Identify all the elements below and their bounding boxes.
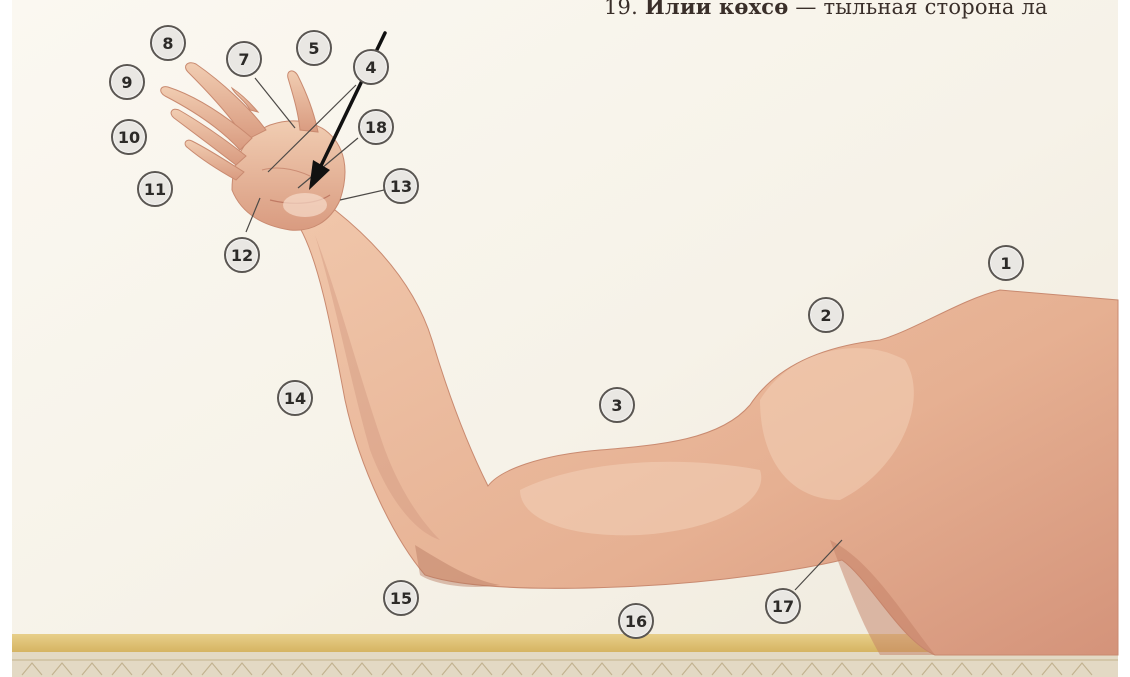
marker-7: 7: [226, 41, 262, 77]
marker-18: 18: [358, 109, 394, 145]
marker-1: 1: [988, 245, 1024, 281]
marker-15: 15: [383, 580, 419, 616]
marker-11: 11: [137, 171, 173, 207]
caption-number: 19.: [604, 0, 638, 19]
marker-2: 2: [808, 297, 844, 333]
caption-term: Илии көхсө: [645, 0, 789, 19]
marker-16: 16: [618, 603, 654, 639]
marker-12: 12: [224, 237, 260, 273]
marker-3: 3: [599, 387, 635, 423]
caption-rest: — тыльная сторона ла: [789, 0, 1048, 19]
marker-14: 14: [277, 380, 313, 416]
marker-9: 9: [109, 64, 145, 100]
marker-17: 17: [765, 588, 801, 624]
marker-4: 4: [353, 49, 389, 85]
marker-8: 8: [150, 25, 186, 61]
marker-10: 10: [111, 119, 147, 155]
page-caption: 19. Илии көхсө — тыльная сторона ла: [604, 0, 1048, 19]
marker-5: 5: [296, 30, 332, 66]
marker-13: 13: [383, 168, 419, 204]
